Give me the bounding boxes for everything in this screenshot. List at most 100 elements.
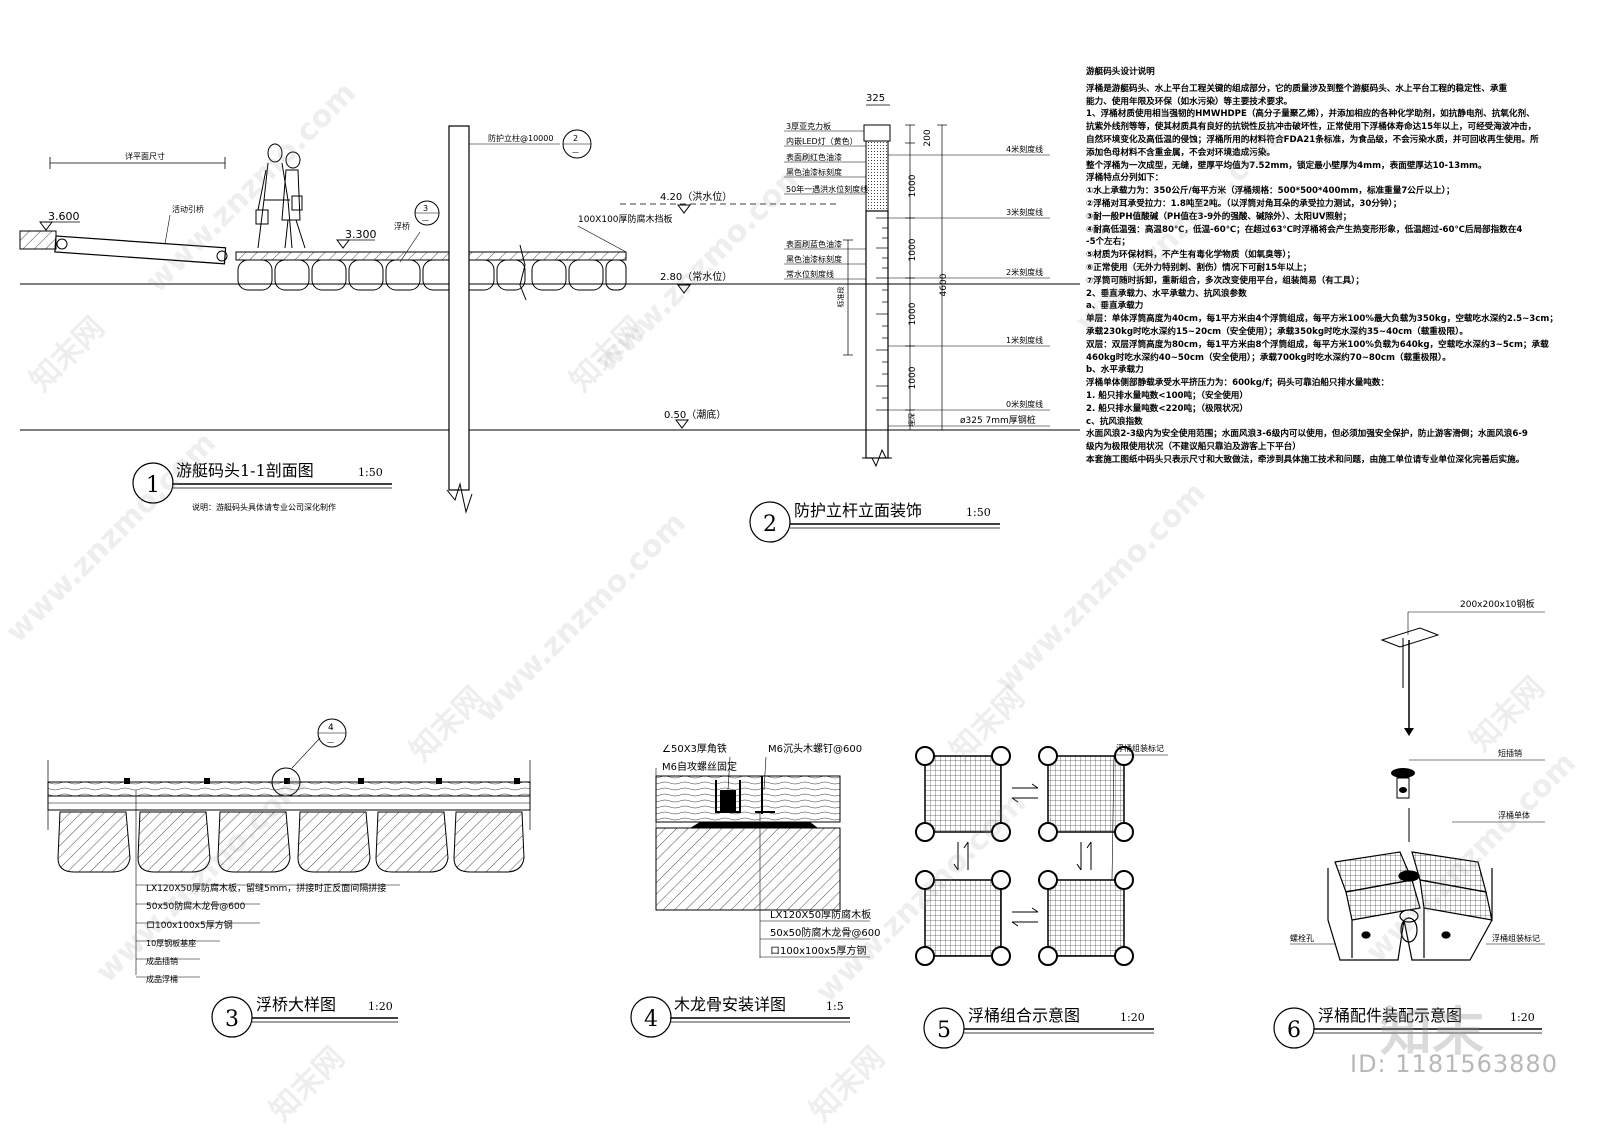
- svg-text:50x50防腐木龙骨@600: 50x50防腐木龙骨@600: [146, 900, 246, 912]
- svg-text:2: 2: [573, 134, 578, 143]
- svg-text:3: 3: [225, 1007, 239, 1032]
- svg-text:6: 6: [1287, 1018, 1301, 1043]
- fig2-scale: 1:50: [966, 506, 991, 519]
- label-ramp: 活动引桥: [172, 204, 204, 214]
- svg-text:3米刻度线: 3米刻度线: [1006, 207, 1043, 217]
- notes-line: 460kg时吃水深约40~50cm（安全使用）；承载700kg时吃水深约70~8…: [1086, 352, 1451, 363]
- notes-line: c、抗风浪指数: [1086, 416, 1143, 427]
- svg-text:成品浮桶: 成品浮桶: [146, 974, 178, 984]
- short-pin: [1391, 768, 1415, 799]
- post-cap: [863, 124, 891, 142]
- notes-line: 2、垂直承载力、水平承载力、抗风浪参数: [1086, 288, 1247, 299]
- float-tr: [1038, 746, 1134, 842]
- watermark-id: ID: 1181563880: [1350, 1050, 1558, 1078]
- post-body: [865, 210, 889, 459]
- fig1-scale: 1:50: [358, 466, 383, 479]
- steel-plate: [1380, 627, 1440, 648]
- notes-line: 本套施工图纸中码头只表示尺寸和大致做法，牵涉到具体施工技术和问题，由施工单位请专…: [1086, 454, 1525, 465]
- notes-line: ④耐高低温强：高温80℃，低温-60℃；在超过63℃时浮桶将会产生热变形形象，低…: [1086, 224, 1523, 235]
- assembled-floats: [1327, 851, 1493, 961]
- svg-text:1000: 1000: [908, 174, 918, 197]
- notes-line: ①水上承载力为：350公斤/每平方米（浮桶规格：500*500*400mm，标准…: [1086, 186, 1455, 197]
- fig3-scale: 1:20: [368, 1000, 393, 1013]
- pontoon-floats: [237, 259, 627, 291]
- svg-text:埋深: 埋深: [907, 413, 916, 427]
- notes-line: 抗紫外线剂等等，使其材质具有良好的抗锐性反抗冲击破坏性，正常使用下浮桶体寿命达1…: [1086, 122, 1537, 133]
- fig4-keel-detail: ∠50X3厚角铁 M6自攻螺丝固定 M6沉头木螺钉@600 LX120X50厚防…: [630, 742, 880, 1038]
- fig5-scale: 1:20: [1120, 1011, 1145, 1024]
- svg-text:2米刻度线: 2米刻度线: [1006, 267, 1043, 277]
- notes-line: 浮桶是游艇码头、水上平台工程关键的组成部分，它的质量涉及到整个游艇码头、水上平台…: [1086, 83, 1508, 94]
- fig1-note: 说明：游艇码头具体请专业公司深化制作: [192, 502, 336, 512]
- svg-text:表面刷蓝色油漆: 表面刷蓝色油漆: [786, 239, 842, 249]
- fig2-number-circle: [749, 501, 791, 543]
- svg-text:1000: 1000: [908, 238, 918, 261]
- notes-line: 水面风浪2-3级内为安全使用范围；水面风浪3-6级内可以使用，但必须加强安全保护…: [1086, 429, 1528, 440]
- notes-line: ⑥正常使用（无外力特别刺、割伤）情况下可耐15年以上；: [1086, 262, 1312, 273]
- fig6-scale: 1:20: [1510, 1011, 1535, 1024]
- svg-text:3: 3: [423, 204, 428, 213]
- fig2-post-elevation: 325 200 1000 1000 1000: [749, 93, 1050, 543]
- notes-line: 1. 船只排水量吨数<100吨；（安全使用）: [1086, 390, 1248, 401]
- pontoon-deck: [235, 251, 627, 261]
- notes-title: 游艇码头设计说明: [1086, 67, 1155, 77]
- fig1-title: 游艇码头1-1剖面图: [176, 461, 314, 480]
- fig5-float-combination: 浮桶组装标记 5 浮桶组合示意图 1:20: [915, 743, 1168, 1049]
- fig4-title: 木龙骨安装详图: [674, 995, 786, 1014]
- notes-line: ⑦浮筒可随时拆卸，重新组合，多次改变使用平台，组装简易（有工具）；: [1086, 275, 1364, 286]
- svg-text:成品插销: 成品插销: [146, 956, 178, 966]
- fig4-scale: 1:5: [826, 1000, 844, 1013]
- notes-line: 单层：单体浮筒高度为40cm，每1平方米由4个浮筒组成，每平方米100%最大负载…: [1086, 314, 1558, 325]
- svg-text:浮桶组装标记: 浮桶组装标记: [1492, 933, 1540, 943]
- svg-text:ロ100x100x5厚方钢: ロ100x100x5厚方钢: [770, 944, 866, 957]
- fig2-dim-top: 325: [866, 93, 885, 104]
- fig1-number-circle: [132, 462, 174, 504]
- notes-line: 2. 船只排水量吨数<220吨；（极限状况）: [1086, 403, 1248, 414]
- svg-text:表面刷红色油漆: 表面刷红色油漆: [786, 152, 842, 162]
- fig2-title: 防护立杆立面装饰: [794, 501, 922, 520]
- svg-text:4: 4: [328, 723, 334, 733]
- notes-line: 整个浮桶为一次成型，无缝，壁厚平均值为7.52mm，锁定最小壁厚为4mm，表面壁…: [1086, 160, 1487, 171]
- svg-text:标准段: 标准段: [836, 287, 845, 308]
- svg-text:浮桶单体: 浮桶单体: [1498, 810, 1530, 820]
- svg-text:1000: 1000: [908, 302, 918, 325]
- fig1-dim-text: 详平面尺寸: [125, 151, 165, 161]
- combination-arrows: [953, 783, 1092, 927]
- svg-text:50x50防腐木龙骨@600: 50x50防腐木龙骨@600: [770, 926, 880, 939]
- svg-text:1000: 1000: [908, 366, 918, 389]
- notes-line: 自然环境变化及高低温的侵蚀；浮桶所用的材料符合FDA21条标准，为食品级，不会污…: [1086, 134, 1539, 145]
- fig4-number-circle: [630, 996, 672, 1038]
- fig3-number-circle: [211, 996, 253, 1038]
- fig6-title: 浮桶配件装配示意图: [1318, 1006, 1462, 1025]
- design-notes: 游艇码头设计说明 浮桶是游艇码头、水上平台工程关键的组成部分，它的质量涉及到整个…: [1086, 66, 1591, 467]
- notes-line: ③耐一般PH值酸碱（PH值在3-9外的强酸、碱除外）、太阳UV照射；: [1086, 211, 1352, 222]
- notes-line: 1、浮桶材质使用相当强韧的HMWHDPE（高分子量聚乙烯），并添加相应的各种化学…: [1086, 109, 1535, 120]
- fig6-accessory-assembly: 200x200x10钢板 短插销 浮桶单体: [1273, 598, 1545, 1049]
- notes-line: -5个左右；: [1086, 237, 1130, 248]
- svg-text:—: —: [422, 216, 429, 224]
- svg-text:M6自攻螺丝固定: M6自攻螺丝固定: [662, 760, 737, 773]
- notes-line: ②浮桶对耳承受拉力：1.8吨至2吨。（以浮筒对角耳朵的承受拉力测试，30分钟）；: [1086, 198, 1402, 209]
- notes-line: 能力、使用年限及环保（如水污染）等主要技术要求。: [1086, 96, 1293, 107]
- fig3-title: 浮桥大样图: [256, 995, 336, 1014]
- quay-edge: [19, 230, 57, 250]
- svg-text:螺栓孔: 螺栓孔: [1290, 933, 1314, 943]
- elev-flood: 4.20（洪水位）: [660, 190, 732, 203]
- svg-text:LX120X50厚防腐木板，留缝5mm，拼接时正反面间隔拼接: LX120X50厚防腐木板，留缝5mm，拼接时正反面间隔拼接: [146, 882, 386, 894]
- svg-text:内嵌LED灯（黄色）: 内嵌LED灯（黄色）: [786, 136, 858, 146]
- people-figures: [255, 143, 306, 249]
- fig6-number-circle: [1273, 1007, 1315, 1049]
- svg-text:50年一遇洪水位刻度线: 50年一遇洪水位刻度线: [786, 184, 868, 194]
- elev-ebb: 0.50（潮底）: [664, 408, 726, 421]
- fig5-title: 浮桶组合示意图: [968, 1006, 1080, 1025]
- svg-text:∠50X3厚角铁: ∠50X3厚角铁: [662, 742, 727, 755]
- svg-text:4600: 4600: [939, 273, 949, 296]
- svg-text:4: 4: [644, 1007, 658, 1032]
- label-post: 防护立柱@10000: [488, 133, 553, 143]
- svg-text:3厚亚克力板: 3厚亚克力板: [786, 121, 831, 131]
- notes-line: ⑤材质为环保材料，不产生有毒化学物质（如氧臭等）；: [1086, 250, 1296, 261]
- label-pontoon: 浮桥: [394, 221, 410, 231]
- svg-text:10厚钢板基座: 10厚钢板基座: [146, 938, 196, 948]
- svg-text:—: —: [327, 738, 334, 746]
